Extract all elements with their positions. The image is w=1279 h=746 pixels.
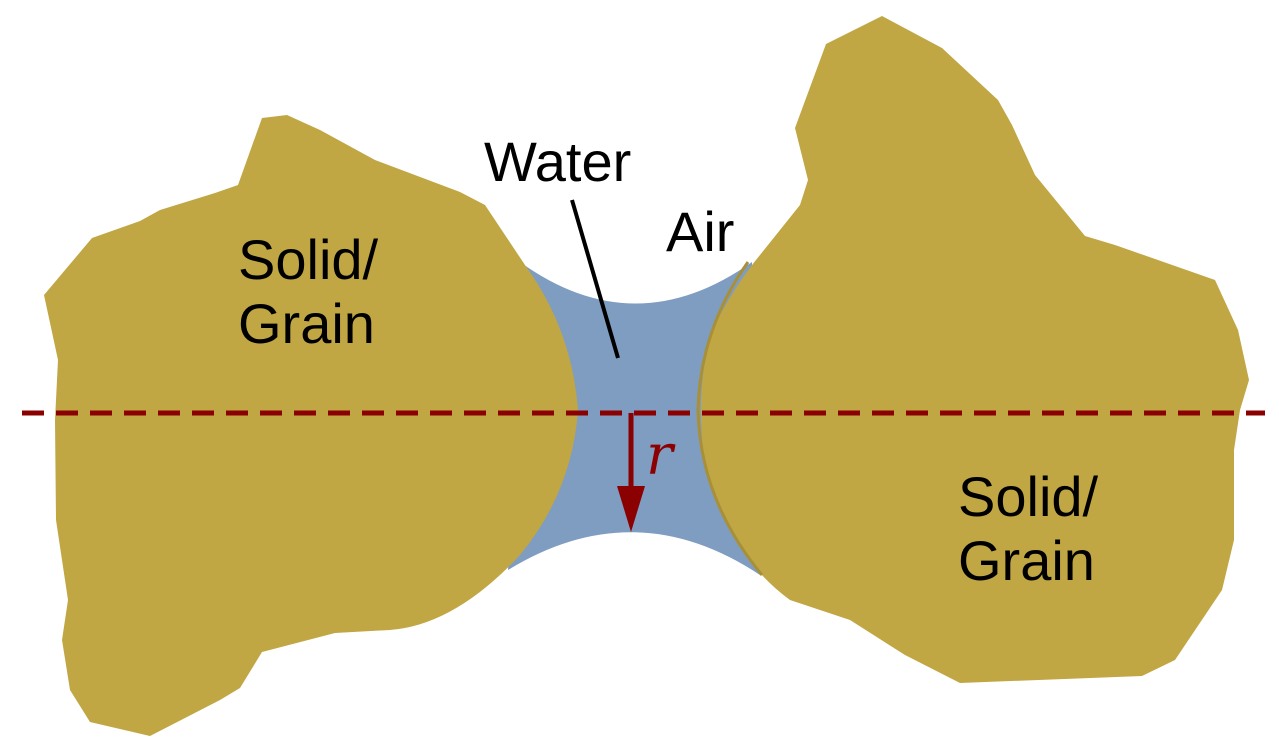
water-label: Water — [484, 130, 632, 193]
radius-label: r — [646, 423, 673, 488]
water-meniscus — [508, 262, 760, 575]
left-grain-label-line2: Grain — [238, 292, 375, 355]
right-grain-label-line1: Solid/ — [958, 465, 1099, 528]
right-grain-label: Solid/ Grain — [958, 465, 1098, 593]
water-leader-line — [570, 199, 620, 359]
left-grain-label-line1: Solid/ — [238, 228, 379, 291]
right-grain-contact-edge — [696, 261, 764, 576]
right-grain — [700, 16, 1249, 683]
right-grain-label-line2: Grain — [958, 529, 1095, 592]
left-grain — [44, 115, 578, 736]
left-grain-label: Solid/ Grain — [238, 228, 378, 356]
air-label: Air — [666, 200, 735, 263]
radius-arrow-head — [617, 486, 645, 532]
